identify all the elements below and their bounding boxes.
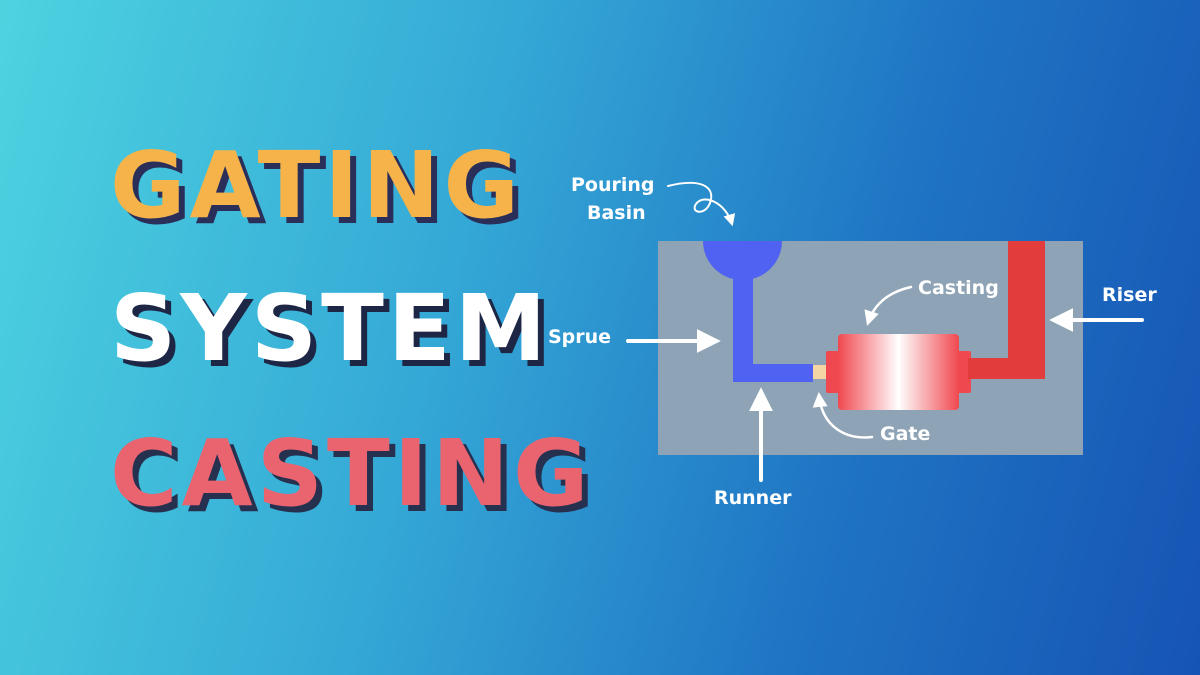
pouring-basin [703, 241, 782, 281]
pouring-basin-arrow [667, 181, 736, 227]
pouring-label-line2: Basin [587, 202, 646, 224]
headline-gating: GATING [110, 132, 524, 239]
sprue-label: Sprue [548, 326, 611, 348]
riser [968, 241, 1045, 379]
casting-label: Casting [918, 277, 999, 299]
headline-system: SYSTEM [110, 275, 551, 382]
gate [813, 365, 830, 379]
headline-casting: CASTING [110, 420, 593, 527]
sprue [733, 270, 753, 382]
gate-label: Gate [880, 423, 930, 445]
casting [826, 334, 971, 410]
riser-label: Riser [1102, 284, 1157, 306]
pouring-system [703, 241, 813, 382]
runner-label: Runner [714, 487, 792, 509]
pouring-label-line1: Pouring [571, 174, 655, 196]
casting-arrow [864, 285, 913, 326]
runner [733, 364, 813, 382]
gate-arrow [812, 392, 874, 439]
